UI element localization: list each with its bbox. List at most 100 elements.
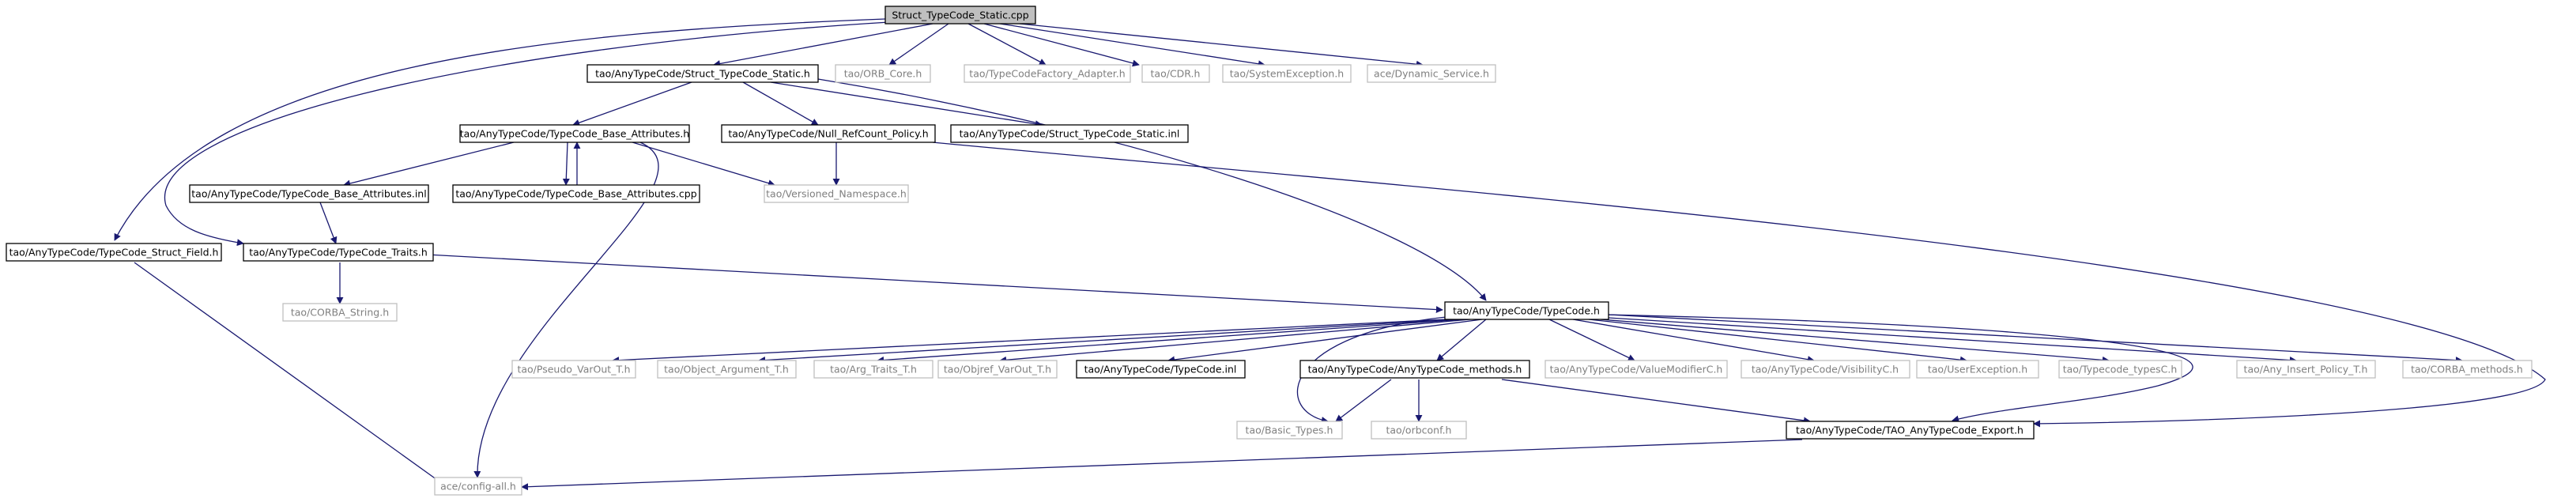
node-tao-anytypecode-export-h[interactable]: tao/AnyTypeCode/TAO_AnyTypeCode_Export.h	[1786, 421, 2035, 440]
node-struct-typecode-static-cpp[interactable]: Struct_TypeCode_Static.cpp	[884, 6, 1036, 25]
node-arg-traits-t-h[interactable]: tao/Arg_Traits_T.h	[813, 360, 933, 379]
node-label: tao/AnyTypeCode/TAO_AnyTypeCode_Export.h	[1796, 425, 2023, 436]
node-systemexception-h[interactable]: tao/SystemException.h	[1222, 64, 1352, 83]
edge-typecode-h-to-typecode-inl	[1167, 319, 1483, 364]
edge-base-attributes-h-to-config-all-h	[473, 142, 659, 478]
node-label: tao/CORBA_methods.h	[2411, 364, 2523, 376]
edge-typecode-h-to-typecode-typesc	[1600, 319, 2110, 364]
edge-root-to-dynamic-service-h	[1019, 23, 1424, 68]
node-userexception-h[interactable]: tao/UserException.h	[1916, 360, 2039, 379]
edge-base-attributes-inl-to-traits-h	[319, 202, 338, 244]
node-label: tao/AnyTypeCode/ValueModifierC.h	[1550, 364, 1723, 376]
node-versioned-namespace-h[interactable]: tao/Versioned_Namespace.h	[764, 184, 909, 203]
dependency-edges	[114, 18, 2546, 491]
node-label: tao/orbconf.h	[1386, 425, 1452, 436]
edge-base-attributes-h-to-cpp	[562, 142, 570, 186]
node-label: tao/TypeCodeFactory_Adapter.h	[969, 68, 1125, 80]
node-typecode-base-attributes-h[interactable]: tao/AnyTypeCode/TypeCode_Base_Attributes…	[459, 124, 690, 143]
node-label: tao/AnyTypeCode/TypeCode_Base_Attributes…	[460, 128, 689, 140]
node-visibilityc-h[interactable]: tao/AnyTypeCode/VisibilityC.h	[1741, 360, 1910, 379]
node-label: tao/AnyTypeCode/TypeCode.inl	[1084, 364, 1237, 376]
node-label: ace/Dynamic_Service.h	[1374, 68, 1489, 80]
node-typecodefactory-adapter-h[interactable]: tao/TypeCodeFactory_Adapter.h	[964, 64, 1131, 83]
node-label: tao/CDR.h	[1151, 68, 1201, 80]
edge-root-to-typecode-traits-h	[164, 21, 890, 247]
node-struct-typecode-static-inl[interactable]: tao/AnyTypeCode/Struct_TypeCode_Static.i…	[950, 124, 1189, 143]
node-label: tao/AnyTypeCode/TypeCode.h	[1453, 305, 1600, 317]
edge-typecode-h-to-pseudo-varout	[612, 319, 1447, 364]
node-label: tao/AnyTypeCode/Null_RefCount_Policy.h	[728, 128, 928, 140]
node-valuemodifierc-h[interactable]: tao/AnyTypeCode/ValueModifierC.h	[1544, 360, 1728, 379]
node-label: tao/Object_Argument_T.h	[664, 364, 789, 376]
node-label: tao/Typecode_typesC.h	[2063, 364, 2178, 376]
node-corba-methods-h[interactable]: tao/CORBA_methods.h	[2402, 360, 2533, 379]
node-orbconf-h[interactable]: tao/orbconf.h	[1371, 421, 1467, 440]
node-typecode-inl[interactable]: tao/AnyTypeCode/TypeCode.inl	[1076, 360, 1246, 379]
node-typecode-h[interactable]: tao/AnyTypeCode/TypeCode.h	[1444, 301, 1609, 320]
node-label: tao/AnyTypeCode/Struct_TypeCode_Static.h	[595, 68, 810, 80]
node-typecode-traits-h[interactable]: tao/AnyTypeCode/TypeCode_Traits.h	[243, 243, 434, 262]
node-label: tao/AnyTypeCode/TypeCode_Traits.h	[249, 247, 428, 259]
edge-typecode-h-to-object-argument	[758, 319, 1455, 364]
edge-root-to-typecode-struct-field-h	[114, 18, 886, 241]
edge-typecode-h-to-objref-varout	[999, 319, 1471, 364]
node-label: tao/SystemException.h	[1230, 68, 1344, 80]
node-label: tao/Versioned_Namespace.h	[766, 188, 907, 200]
edge-typecode-h-to-visibilityc	[1572, 319, 1815, 364]
edge-static-h-to-struct-typecode-static-inl	[770, 81, 1043, 128]
node-struct-typecode-static-h[interactable]: tao/AnyTypeCode/Struct_TypeCode_Static.h	[586, 64, 819, 83]
edge-typecode-h-to-arg-traits	[877, 319, 1463, 364]
node-label: Struct_TypeCode_Static.cpp	[892, 9, 1028, 21]
edge-root-to-cdr-h	[983, 23, 1140, 67]
node-config-all-h[interactable]: ace/config-all.h	[434, 477, 522, 496]
edge-static-h-to-typecode-h	[817, 78, 1487, 301]
edge-root-to-typecodefactory-adapter-h	[967, 23, 1047, 66]
node-orb-core-h[interactable]: tao/ORB_Core.h	[835, 64, 931, 83]
node-label: tao/AnyTypeCode/AnyTypeCode_methods.h	[1308, 364, 1522, 376]
edge-struct-field-to-config-all-h	[134, 262, 443, 485]
node-cdr-h[interactable]: tao/CDR.h	[1141, 64, 1210, 83]
edge-typecode-h-to-userexception	[1588, 319, 1967, 364]
node-label: tao/Arg_Traits_T.h	[830, 364, 917, 376]
node-typecode-base-attributes-inl[interactable]: tao/AnyTypeCode/TypeCode_Base_Attributes…	[189, 184, 429, 203]
edge-export-to-config-all-h	[521, 439, 1803, 491]
edge-static-h-to-base-attributes-h	[572, 81, 692, 126]
edge-base-attributes-h-to-inl	[343, 142, 515, 187]
node-pseudo-varout-t-h[interactable]: tao/Pseudo_VarOut_T.h	[511, 360, 636, 379]
node-label: ace/config-all.h	[440, 481, 516, 493]
edge-root-to-orb-core-h	[888, 23, 949, 66]
node-typecode-typesc-h[interactable]: tao/Typecode_typesC.h	[2058, 360, 2182, 379]
node-label: tao/CORBA_String.h	[291, 307, 389, 319]
node-object-argument-t-h[interactable]: tao/Object_Argument_T.h	[657, 360, 797, 379]
edge-traits-h-to-typecode-h	[426, 254, 1443, 314]
node-label: tao/Basic_Types.h	[1246, 425, 1333, 436]
edge-root-to-systemexception-h	[999, 23, 1265, 68]
node-label: tao/Any_Insert_Policy_T.h	[2244, 364, 2368, 376]
edge-typecode-h-to-anytypecode-methods	[1436, 319, 1487, 361]
node-label: tao/Objref_VarOut_T.h	[944, 364, 1051, 376]
node-typecode-base-attributes-cpp[interactable]: tao/AnyTypeCode/TypeCode_Base_Attributes…	[452, 184, 700, 203]
node-null-refcount-policy-h[interactable]: tao/AnyTypeCode/Null_RefCount_Policy.h	[721, 124, 936, 143]
node-any-insert-policy-t-h[interactable]: tao/Any_Insert_Policy_T.h	[2236, 360, 2376, 379]
edge-methods-to-tao-anytypecode-export	[1501, 379, 1811, 425]
node-label: tao/AnyTypeCode/TypeCode_Base_Attributes…	[455, 188, 696, 200]
edge-static-h-to-null-refcount-policy-h	[742, 81, 819, 126]
node-label: tao/AnyTypeCode/TypeCode_Base_Attributes…	[191, 188, 426, 200]
node-label: tao/UserException.h	[1928, 364, 2027, 376]
node-label: tao/Pseudo_VarOut_T.h	[517, 364, 630, 376]
edge-typecode-h-to-any-insert-policy	[1608, 317, 2297, 364]
node-typecode-struct-field-h[interactable]: tao/AnyTypeCode/TypeCode_Struct_Field.h	[6, 243, 222, 262]
node-label: tao/ORB_Core.h	[844, 68, 922, 80]
node-dynamic-service-h[interactable]: ace/Dynamic_Service.h	[1367, 64, 1496, 83]
edge-base-attributes-h-to-versioned-namespace-h	[632, 142, 775, 187]
edge-root-to-struct-typecode-static-h	[713, 23, 933, 67]
node-anytypecode-methods-h[interactable]: tao/AnyTypeCode/AnyTypeCode_methods.h	[1299, 360, 1530, 379]
edge-typecode-h-to-corba-methods	[1608, 314, 2463, 364]
edge-typecode-h-to-tao-anytypecode-export	[1604, 314, 2193, 423]
node-corba-string-h[interactable]: tao/CORBA_String.h	[282, 303, 398, 322]
edge-methods-to-basic-types	[1335, 379, 1392, 422]
node-objref-varout-t-h[interactable]: tao/Objref_VarOut_T.h	[937, 360, 1058, 379]
node-label: tao/AnyTypeCode/TypeCode_Struct_Field.h	[9, 247, 219, 259]
node-basic-types-h[interactable]: tao/Basic_Types.h	[1236, 421, 1343, 440]
